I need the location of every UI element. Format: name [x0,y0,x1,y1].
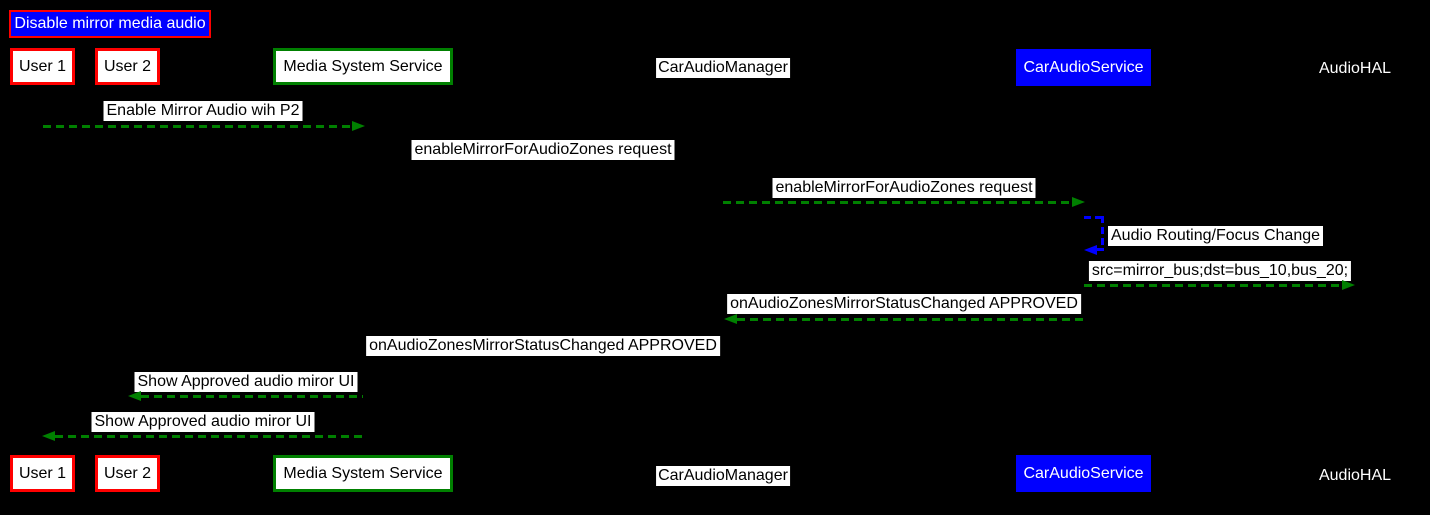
message-label: Enable Mirror Audio wih P2 [103,101,303,121]
arrow-head-right [1072,197,1085,207]
arrow-head-left [1084,245,1097,255]
participant-audiohal-top: AudioHAL [1318,60,1392,77]
message-label: Show Approved audio miror UI [134,372,358,392]
arrow-line [43,125,352,128]
message-label: onAudioZonesMirrorStatusChanged APPROVED [366,336,720,356]
participant-caraudioservice-top: CarAudioService [1016,49,1151,86]
self-loop-vertical-line [1101,216,1104,250]
arrow-head-right [1342,280,1355,290]
participant-user1-top: User 1 [10,48,75,85]
participant-caraudiomanager-top: CarAudioManager [656,58,790,78]
participant-user1-bottom: User 1 [10,455,75,492]
participant-user2-top: User 2 [95,48,160,85]
participant-media-system-service-bottom: Media System Service [273,455,453,492]
participant-audiohal-bottom: AudioHAL [1318,467,1392,484]
arrow-line [55,435,363,438]
participant-user2-bottom: User 2 [95,455,160,492]
arrow-line [1084,284,1342,287]
message-label: Audio Routing/Focus Change [1108,226,1324,246]
message-label: onAudioZonesMirrorStatusChanged APPROVED [727,294,1081,314]
participant-caraudioservice-bottom: CarAudioService [1016,455,1151,492]
arrow-line [141,395,363,398]
arrow-head-left [724,314,737,324]
participant-caraudiomanager-bottom: CarAudioManager [656,466,790,486]
self-loop-top-line [1084,216,1104,219]
diagram-title: Disable mirror media audio [9,10,211,38]
message-label: Show Approved audio miror UI [91,412,315,432]
message-label: src=mirror_bus;dst=bus_10,bus_20; [1088,261,1352,281]
arrow-head-left [42,431,55,441]
arrow-head-left [128,391,141,401]
message-label: enableMirrorForAudioZones request [411,140,675,160]
arrow-head-right [352,121,365,131]
self-loop-bottom-line [1097,248,1104,251]
arrow-line [737,318,1084,321]
participant-media-system-service-top: Media System Service [273,48,453,85]
message-label: enableMirrorForAudioZones request [772,178,1036,198]
arrow-line [723,201,1072,204]
